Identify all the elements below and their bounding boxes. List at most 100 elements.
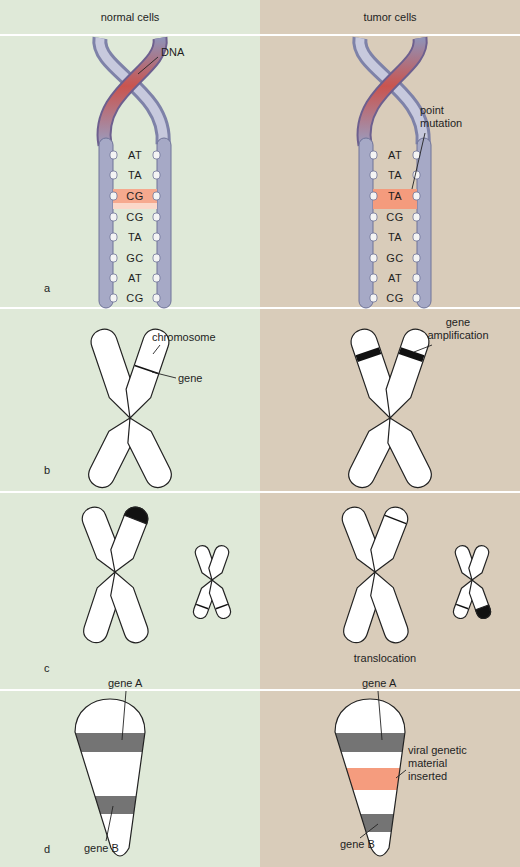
- base-pair: GC: [126, 252, 144, 265]
- gene-band: [357, 351, 380, 359]
- chromatid-arm: [469, 580, 490, 618]
- normal-panel: [0, 0, 260, 867]
- dna-ladder: [99, 38, 171, 308]
- base-tab: [110, 233, 117, 241]
- label: chromosome: [152, 331, 216, 344]
- gene-band: [196, 604, 208, 608]
- helix-strand: [104, 38, 160, 145]
- base-pair: AT: [388, 149, 402, 162]
- chromatid-arm: [386, 329, 429, 418]
- base-tab: [370, 233, 377, 241]
- base-pair: TA: [128, 231, 142, 244]
- base-tab: [153, 274, 160, 282]
- base-tab: [370, 294, 377, 302]
- base-pair: CG: [126, 292, 144, 305]
- base-tab: [110, 274, 117, 282]
- base-tab: [153, 192, 160, 200]
- helix-strand: [360, 38, 423, 145]
- base-tab: [370, 151, 377, 159]
- helix-strand: [364, 38, 420, 145]
- chromatid-arm: [111, 507, 148, 572]
- panel-letter: c: [44, 662, 50, 675]
- base-tab: [153, 254, 160, 262]
- mutation-band: [113, 203, 157, 209]
- base-tab: [110, 151, 117, 159]
- base-tab: [370, 192, 377, 200]
- chromatid-arm: [91, 329, 134, 418]
- base-tab: [153, 294, 160, 302]
- label: gene amplification: [423, 316, 493, 342]
- helix-strand: [104, 38, 160, 145]
- dna-strand: [99, 138, 113, 308]
- panel-letter: a: [44, 282, 50, 295]
- gene-band: [216, 604, 228, 608]
- mutation-band: [113, 189, 157, 203]
- base-tab: [110, 171, 117, 179]
- base-pair: GC: [386, 252, 404, 265]
- base-tab: [413, 171, 420, 179]
- chromatid-arm: [351, 329, 394, 418]
- base-pair: TA: [388, 169, 402, 182]
- label: gene A: [362, 677, 396, 690]
- base-tab: [370, 254, 377, 262]
- base-tab: [370, 213, 377, 221]
- base-tab: [153, 151, 160, 159]
- gene-band: [400, 351, 423, 359]
- base-tab: [110, 192, 117, 200]
- gene-band: [385, 515, 406, 523]
- base-tab: [370, 171, 377, 179]
- chromosome-d-normal: [70, 699, 150, 856]
- label: point mutation: [420, 104, 480, 130]
- label: gene A: [108, 677, 142, 690]
- label: tumor cells: [363, 11, 416, 24]
- helix-strand: [364, 38, 420, 145]
- helix-strand: [360, 38, 423, 145]
- base-pair: AT: [128, 272, 142, 285]
- label: normal cells: [101, 11, 160, 24]
- translocated-segment: [476, 605, 491, 619]
- helix-strand: [100, 38, 163, 145]
- chromosomes: [82, 329, 490, 643]
- chromatid-arm: [469, 546, 489, 580]
- base-tab: [110, 254, 117, 262]
- dna-ladder: [359, 38, 431, 308]
- label: translocation: [354, 652, 416, 665]
- chromatid-arm: [209, 580, 230, 618]
- base-pair: CG: [386, 292, 404, 305]
- leader-lines: [106, 57, 432, 841]
- base-tab: [110, 294, 117, 302]
- chromatid-arm: [209, 546, 229, 580]
- base-tab: [413, 254, 420, 262]
- base-pair: TA: [388, 190, 402, 203]
- mutation-band: [373, 189, 417, 203]
- translocated-segment: [124, 507, 147, 524]
- chromosome-d-tumor: [330, 699, 410, 856]
- mutation-band: [373, 203, 417, 209]
- label: viral genetic material inserted: [408, 744, 470, 783]
- base-tab: [370, 274, 377, 282]
- base-tab: [153, 171, 160, 179]
- gene-band: [456, 604, 468, 608]
- chromatid-arm: [371, 507, 408, 572]
- dna-strand: [157, 138, 171, 308]
- base-tab: [153, 233, 160, 241]
- chromatid-arm: [89, 418, 132, 488]
- chromatid-arm: [388, 418, 431, 488]
- chromatid-arm: [371, 572, 408, 643]
- base-pair: AT: [128, 149, 142, 162]
- base-tab: [153, 213, 160, 221]
- panel-letter: b: [44, 464, 50, 477]
- base-tab: [413, 213, 420, 221]
- tumor-panel: [260, 0, 520, 867]
- base-tab: [413, 192, 420, 200]
- base-pair: TA: [128, 169, 142, 182]
- row-dividers: [0, 35, 520, 690]
- base-pair: AT: [388, 272, 402, 285]
- panel-letter: d: [44, 843, 50, 856]
- chromatid-arm: [349, 418, 392, 488]
- chromatid-arm: [128, 418, 171, 488]
- helix-strand: [100, 38, 163, 145]
- label: gene B: [340, 838, 375, 851]
